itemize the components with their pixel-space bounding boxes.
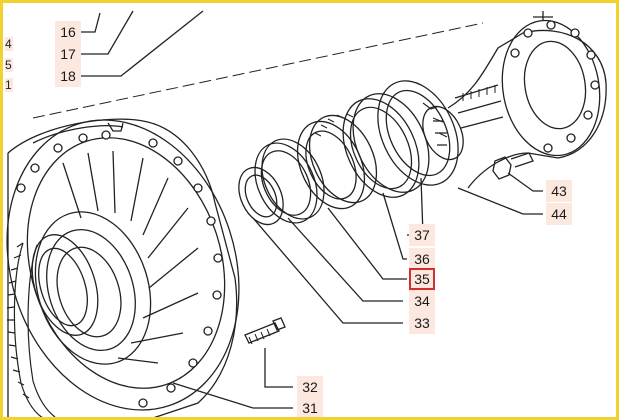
leader-34 (287, 217, 403, 302)
leader-43 (507, 172, 543, 192)
part-35-bearing (296, 113, 378, 210)
leader-36 (382, 192, 407, 260)
leader-17 (81, 10, 134, 55)
leader-31 (172, 382, 293, 409)
edge-label-1: 4 (5, 37, 13, 51)
callout-44[interactable]: 44 (546, 203, 572, 225)
callout-31[interactable]: 31 (297, 397, 323, 417)
callout-17[interactable]: 17 (55, 43, 81, 65)
exploded-parts-drawing (6, 10, 607, 417)
callout-36[interactable]: 36 (409, 248, 435, 270)
callout-35-selected[interactable]: 35 (409, 268, 435, 290)
callout-32[interactable]: 32 (297, 376, 323, 398)
hub-inner-bearing (31, 234, 99, 336)
part-33-ring (238, 166, 284, 226)
part-37-cup (377, 80, 459, 186)
part-34-seal (254, 138, 325, 224)
callout-34[interactable]: 34 (409, 290, 435, 312)
leader-35 (327, 207, 407, 280)
part-44-spindle (422, 11, 607, 189)
callout-33[interactable]: 33 (409, 312, 435, 334)
leader-16 (81, 12, 101, 33)
leader-32 (264, 348, 293, 388)
callout-43[interactable]: 43 (546, 180, 572, 202)
part-32-stud (244, 317, 286, 345)
part-43-bolt (492, 152, 534, 180)
callout-16[interactable]: 16 (55, 21, 81, 43)
leader-44 (457, 187, 543, 215)
leader-33 (252, 217, 403, 324)
axis-dashed-line (32, 22, 484, 119)
part-36-ring (342, 93, 430, 198)
edge-label-2: 5 (5, 58, 13, 72)
toothed-ring (6, 242, 56, 417)
callout-18[interactable]: 18 (55, 65, 81, 87)
callout-37[interactable]: 37 (409, 224, 435, 246)
hub-flange (6, 118, 240, 417)
leader-18 (81, 10, 204, 77)
edge-label-3: 1 (5, 78, 13, 92)
